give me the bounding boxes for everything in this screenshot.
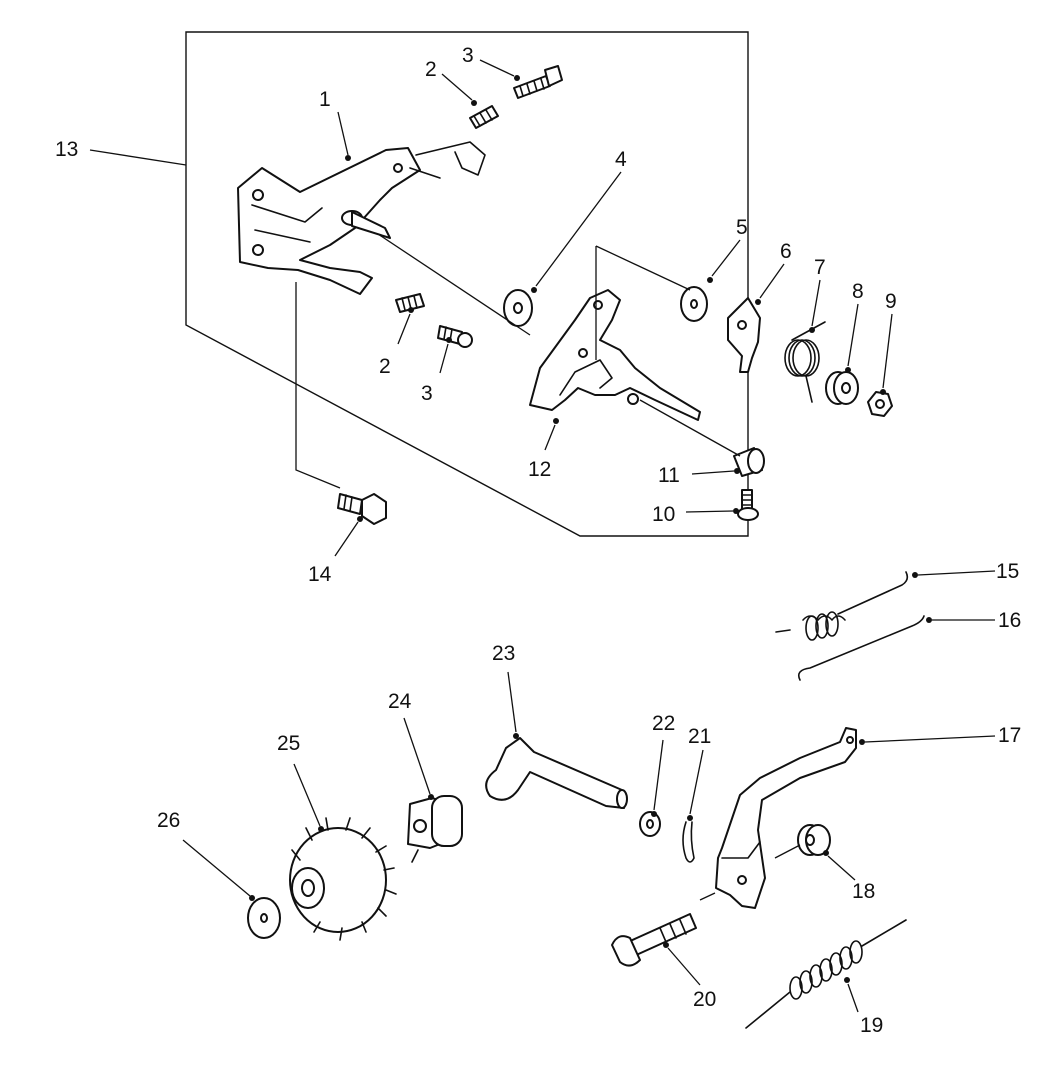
callout-25: 25	[277, 732, 300, 755]
callout-17: 17	[998, 724, 1021, 747]
callout-14: 14	[308, 563, 332, 586]
screw-upper	[513, 65, 563, 99]
callout-8: 8	[852, 280, 864, 303]
screw-10	[737, 489, 759, 521]
callout-2-upper: 2	[425, 58, 437, 81]
callout-20: 20	[693, 988, 716, 1011]
governor-lever	[529, 289, 701, 421]
governor-spring-rod	[775, 571, 909, 641]
callout-24: 24	[388, 690, 412, 713]
cotter-pin	[682, 821, 695, 863]
washer-5	[680, 286, 708, 322]
pivot-bolt	[611, 913, 697, 967]
adjust-spring-lower	[395, 293, 425, 313]
collar-8	[825, 371, 859, 405]
callout-4: 4	[615, 148, 627, 171]
governor-gear	[289, 817, 397, 941]
callout-labels: 13 1 2 3 4 5 6 7 8 9 2 3 12 11 10 14 15 …	[55, 44, 1021, 1037]
callout-2-lower: 2	[379, 355, 391, 378]
callout-16: 16	[998, 609, 1021, 632]
assembly-frame	[185, 31, 749, 537]
nut-9	[867, 391, 893, 417]
link-rod-16	[797, 615, 925, 681]
screw-lower	[437, 325, 473, 348]
callout-12: 12	[528, 458, 551, 481]
plate-6	[727, 297, 761, 373]
callout-22: 22	[652, 712, 675, 735]
callout-26: 26	[157, 809, 180, 832]
adjust-spring-upper	[469, 105, 499, 129]
callout-7: 7	[814, 256, 826, 279]
callout-21: 21	[688, 725, 711, 748]
callout-15: 15	[996, 560, 1019, 583]
callout-3-lower: 3	[421, 382, 433, 405]
callout-19: 19	[860, 1014, 883, 1037]
callout-1: 1	[319, 88, 331, 111]
bolt-14	[337, 493, 387, 525]
callout-3-upper: 3	[462, 44, 474, 67]
washer-26	[247, 897, 281, 939]
callout-11: 11	[658, 464, 680, 487]
torsion-spring	[784, 321, 826, 403]
governor-shaft	[485, 737, 628, 809]
callout-18: 18	[852, 880, 875, 903]
washer-18	[797, 824, 831, 856]
callout-13: 13	[55, 138, 78, 161]
speed-control-lever	[715, 727, 857, 909]
swivel-11	[733, 447, 765, 477]
callout-6: 6	[780, 240, 792, 263]
callout-23: 23	[492, 642, 515, 665]
governor-sleeve	[407, 795, 463, 863]
callout-5: 5	[736, 216, 748, 239]
control-plate	[237, 141, 486, 295]
washer-4	[503, 289, 533, 327]
callout-9: 9	[885, 290, 897, 313]
return-spring	[745, 919, 907, 1029]
callout-10: 10	[652, 503, 675, 526]
leader-lines	[89, 59, 996, 1013]
washer-22	[639, 811, 661, 837]
assembly-guide-lines	[295, 233, 801, 901]
